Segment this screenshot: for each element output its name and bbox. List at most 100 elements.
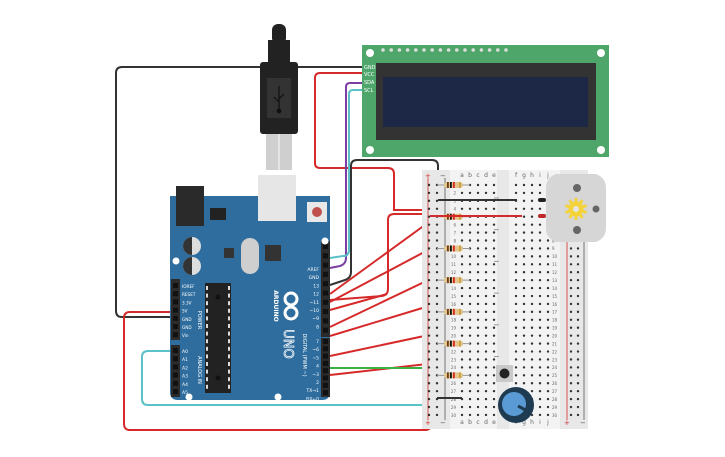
green-led[interactable] <box>494 190 509 199</box>
olive-led[interactable] <box>494 222 509 231</box>
mount-hole <box>274 393 282 401</box>
chip-pin <box>228 293 230 298</box>
reset-button-cap[interactable] <box>312 207 322 217</box>
chip-dot <box>215 294 221 300</box>
header-pin[interactable] <box>173 307 178 313</box>
row-number: 26 <box>451 381 457 386</box>
usb-chip <box>265 245 281 261</box>
rail-plus-label: + <box>425 419 431 427</box>
row-number: 30 <box>552 413 558 418</box>
white-led[interactable] <box>494 349 509 358</box>
column-letter: b <box>468 172 472 179</box>
wire-lcd-vcc[interactable] <box>314 72 430 211</box>
header-pin[interactable] <box>173 356 178 362</box>
wire-lcd-sda[interactable] <box>329 82 362 269</box>
lcd-header-pin <box>397 48 402 52</box>
header-pin[interactable] <box>173 332 178 338</box>
header-pin[interactable] <box>323 390 328 396</box>
digital-header-label: DIGITAL (PWM ~) <box>301 333 307 376</box>
lcd-pin-vcc: VCC <box>364 72 375 78</box>
resistor[interactable] <box>437 277 470 284</box>
header-pin[interactable] <box>173 364 178 370</box>
lcd-header-pin <box>471 48 476 52</box>
potentiometer[interactable] <box>498 387 534 423</box>
column-letter: j <box>546 172 549 179</box>
red-led[interactable] <box>494 317 509 326</box>
analog-pin-label: A1 <box>182 357 188 363</box>
arduino-logo-icon <box>283 291 299 321</box>
wire-d11-run[interactable] <box>329 213 520 301</box>
header-pin[interactable] <box>323 271 328 277</box>
header-pin[interactable] <box>173 291 178 297</box>
crystal <box>241 238 259 274</box>
header-pin[interactable] <box>173 389 178 394</box>
dc-motor[interactable] <box>538 174 606 242</box>
power-header-label: POWER <box>196 311 202 330</box>
header-pin[interactable] <box>323 327 328 333</box>
header-pin[interactable] <box>323 346 328 352</box>
row-number: 29 <box>552 405 558 410</box>
column-letter: i <box>539 172 541 179</box>
resistor[interactable] <box>437 245 470 252</box>
wire-gnd-breadboard[interactable] <box>329 159 439 286</box>
capacitor-band <box>183 257 192 275</box>
orange-led[interactable] <box>494 253 509 262</box>
column-letter: d <box>484 172 488 179</box>
header-pin[interactable] <box>173 315 178 321</box>
wire-lcd-scl[interactable] <box>329 89 362 259</box>
header-pin[interactable] <box>173 348 178 353</box>
potentiometer-knob[interactable] <box>502 392 526 416</box>
digital-pin-label: 12 <box>313 292 319 298</box>
motor-hole <box>592 205 600 213</box>
arduino-uno[interactable]: ARDUINO UNO IOREFRESET3.3V5VGNDGNDVinA0A… <box>170 175 330 402</box>
resistor[interactable] <box>437 372 470 379</box>
header-pin[interactable] <box>323 262 328 268</box>
header-pin[interactable] <box>323 339 328 344</box>
header-pin[interactable] <box>323 318 328 324</box>
usb-cable[interactable] <box>260 24 298 170</box>
analog-header-label: ANALOG IN <box>196 356 202 384</box>
header-pin[interactable] <box>323 368 328 374</box>
header-pin[interactable] <box>323 290 328 296</box>
digital-pin-label: 4 <box>316 364 319 370</box>
chip-pin <box>228 354 230 359</box>
header-pin[interactable] <box>323 375 328 381</box>
digital-pin-label: RX←0 <box>306 396 319 402</box>
resistor[interactable] <box>437 340 470 347</box>
header-pin[interactable] <box>323 299 328 305</box>
pushbutton[interactable] <box>496 365 513 382</box>
gear-icon <box>565 198 587 220</box>
usb-icon <box>273 86 285 114</box>
wire-a0[interactable] <box>141 350 462 406</box>
lcd-mount-hole <box>366 146 374 154</box>
header-pin[interactable] <box>173 380 178 386</box>
header-pin[interactable] <box>323 281 328 287</box>
wire-lcd-gnd[interactable] <box>115 66 362 318</box>
chip-pin <box>228 369 230 374</box>
column-letter: d <box>484 419 488 426</box>
header-pin[interactable] <box>173 372 178 378</box>
header-pin[interactable] <box>323 253 328 259</box>
motor-lead-black <box>538 198 546 202</box>
motor-hole <box>573 226 581 234</box>
header-pin[interactable] <box>173 283 178 288</box>
header-pin[interactable] <box>173 299 178 305</box>
header-pin[interactable] <box>323 353 328 359</box>
resistor[interactable] <box>437 182 470 188</box>
chip-dot <box>215 375 221 381</box>
digital-pin-label: ~6 <box>312 347 319 353</box>
header-pin[interactable] <box>323 382 328 388</box>
resistor[interactable] <box>437 308 470 315</box>
header-pin[interactable] <box>323 309 328 315</box>
header-pin[interactable] <box>173 324 178 329</box>
column-letter: g <box>522 172 526 179</box>
header-pin[interactable] <box>323 360 328 366</box>
header-pin[interactable] <box>323 244 328 249</box>
chip-pin <box>206 362 208 366</box>
lcd-display[interactable]: GND VCC SDA SCL <box>362 45 609 157</box>
row-number: 17 <box>552 310 558 315</box>
column-letter: a <box>460 172 464 179</box>
chip-pin <box>228 331 230 336</box>
blue-led[interactable] <box>494 285 509 294</box>
